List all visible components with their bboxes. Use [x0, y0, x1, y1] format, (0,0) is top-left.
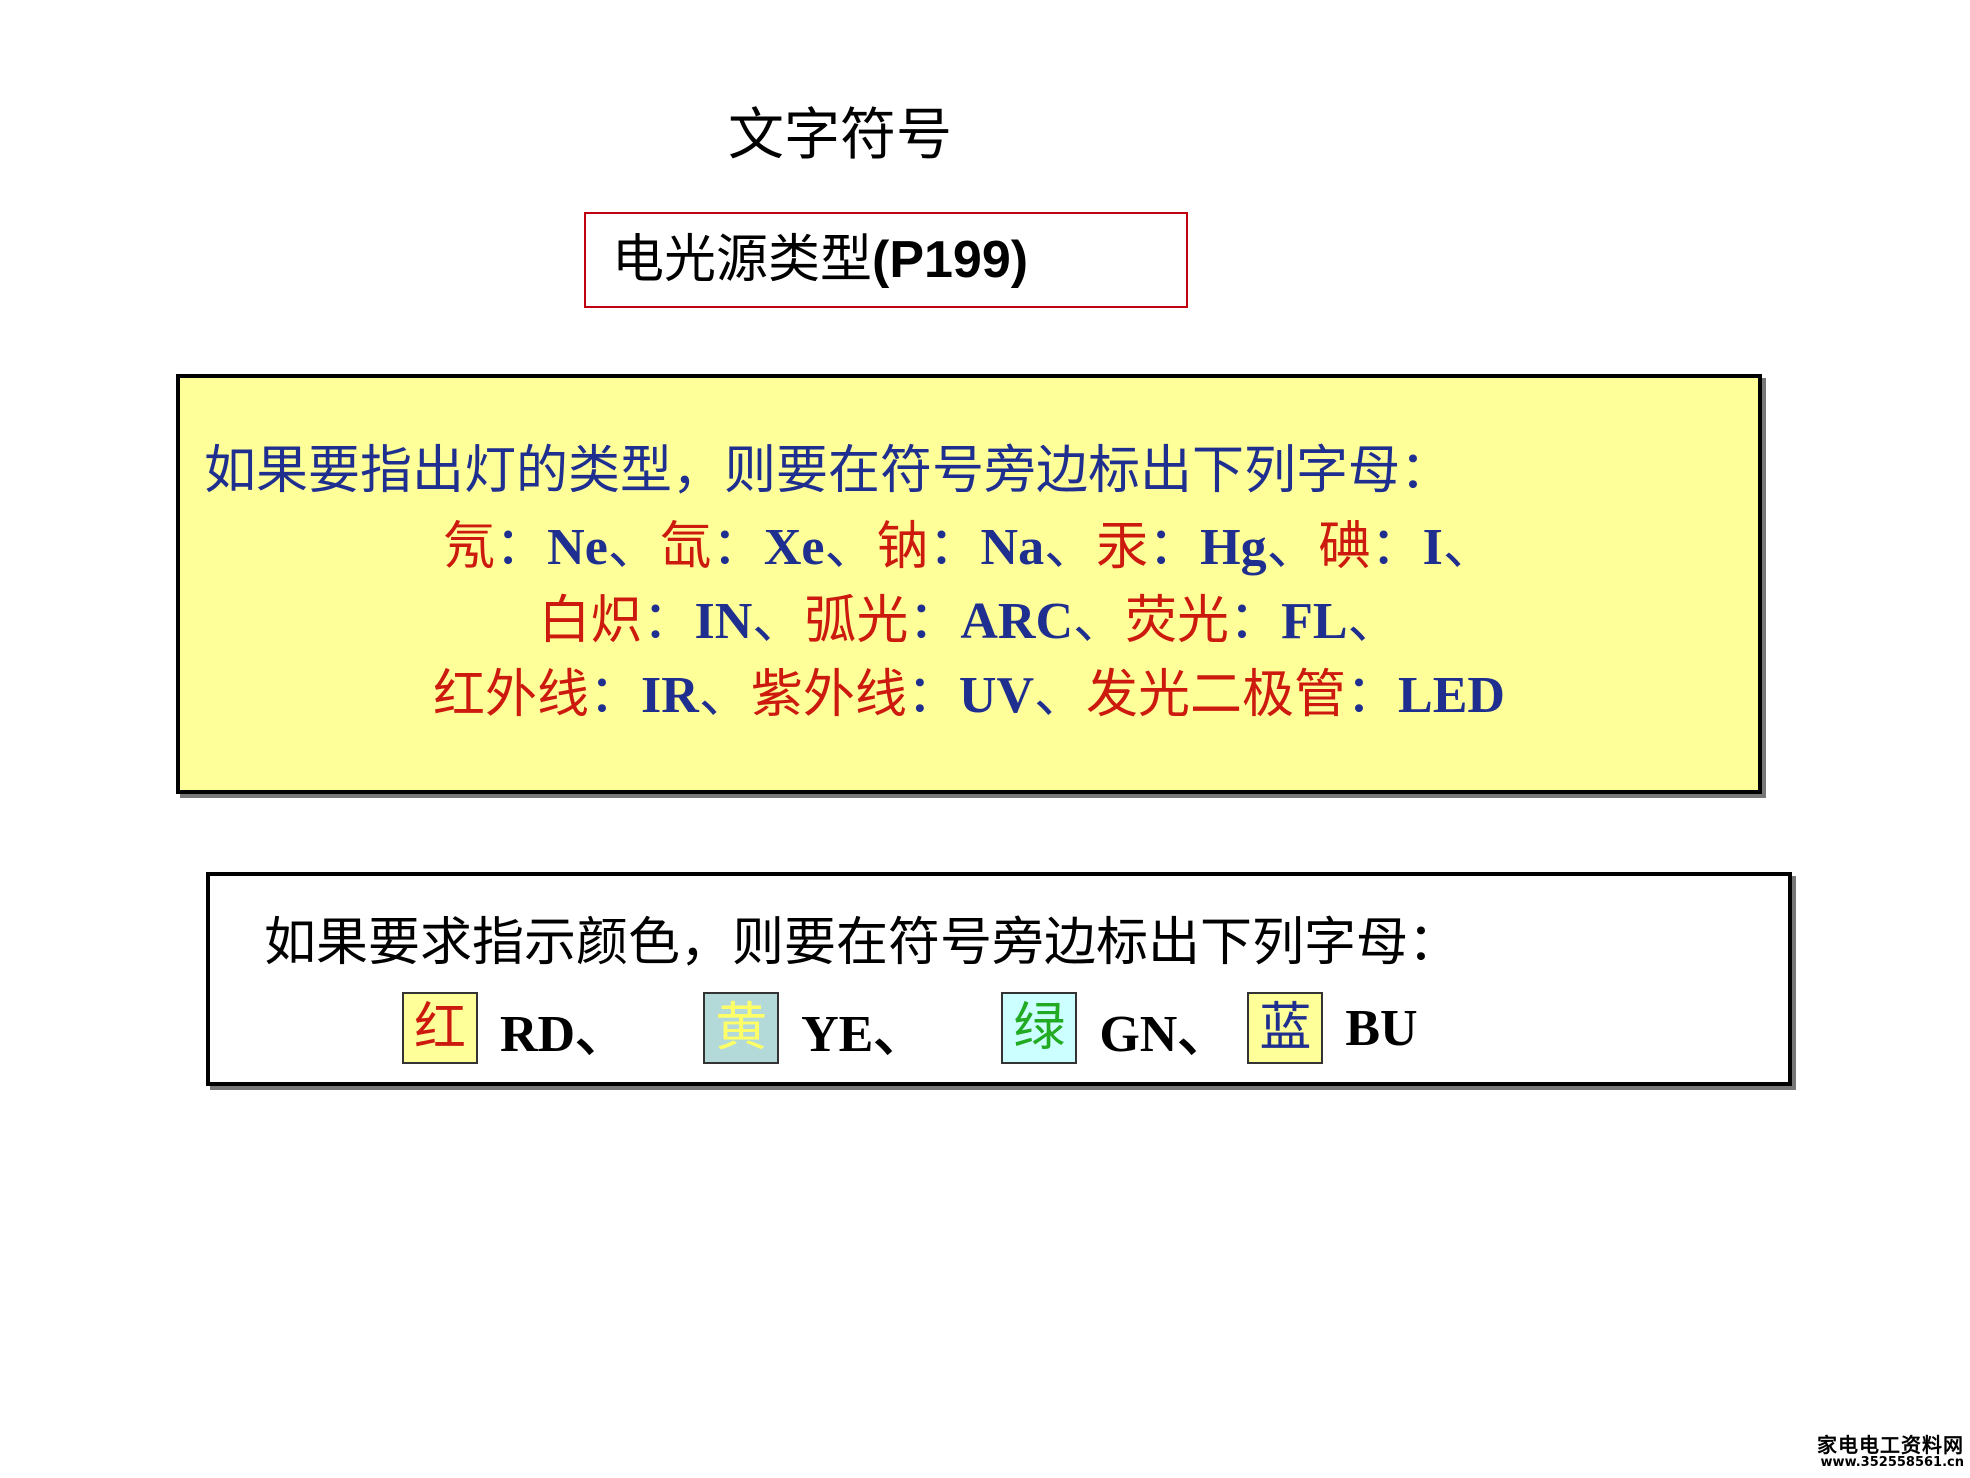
lamp-type-box: 如果要指出灯的类型，则要在符号旁边标出下列字母： 氖：Ne、氙：Xe、钠：Na、…	[176, 374, 1762, 794]
lamp-colon: ：	[711, 517, 764, 577]
watermark-name: 家电电工资料网	[1817, 1433, 1964, 1458]
color-swatch-row: 红 RD、 黄 YE、 绿 GN、蓝 BU	[402, 988, 1418, 1068]
lamp-colon: ：	[495, 517, 548, 577]
lamp-code: I	[1422, 519, 1443, 576]
lamp-colon: ：	[642, 591, 695, 651]
color-swatch-yellow: 黄	[703, 992, 780, 1064]
lamp-colon: ：	[908, 591, 961, 651]
lamp-colon: ：	[1148, 517, 1201, 577]
lamp-code: Ne	[547, 519, 608, 576]
lamp-code: UV	[958, 667, 1034, 724]
page-title: 文字符号	[728, 103, 952, 168]
lamp-name: 氖	[443, 517, 496, 577]
lamp-colon: ：	[906, 665, 959, 725]
lamp-separator: 、	[1034, 665, 1087, 725]
lamp-name: 氙	[659, 517, 712, 577]
lamp-code: FL	[1281, 593, 1348, 650]
lamp-separator: 、	[698, 665, 751, 725]
color-code-box: 如果要求指示颜色，则要在符号旁边标出下列字母： 红 RD、 黄 YE、 绿 GN、蓝 BU	[206, 872, 1792, 1086]
lamp-name: 碘	[1318, 517, 1371, 577]
color-code-green: GN、	[1099, 1005, 1230, 1063]
lamp-separator: 、	[1442, 517, 1495, 577]
color-code-yellow: YE、	[801, 1005, 926, 1063]
lamp-name: 紫外线	[750, 665, 907, 725]
lamp-separator: 、	[607, 517, 660, 577]
subtitle-text: 电光源类型	[612, 230, 873, 290]
lamp-colon: ：	[1346, 665, 1399, 725]
lamp-code: LED	[1398, 667, 1505, 724]
subtitle-box: 电光源类型(P199)	[584, 212, 1188, 308]
color-swatch-blue: 蓝	[1247, 992, 1324, 1064]
lamp-separator: 、	[1266, 517, 1319, 577]
lamp-separator: 、	[1044, 517, 1097, 577]
color-code-red: RD、	[500, 1005, 628, 1063]
lamp-colon: ：	[928, 517, 981, 577]
lamp-name: 白炽	[538, 591, 643, 651]
lamp-name: 荧光	[1125, 591, 1230, 651]
lamp-line-1: 氖：Ne、氙：Xe、钠：Na、汞：Hg、碘：I、	[180, 516, 1758, 579]
color-code-blue: BU	[1345, 999, 1418, 1057]
lamp-name: 钠	[876, 517, 929, 577]
lamp-line-2: 白炽：IN、弧光：ARC、荧光：FL、	[180, 590, 1758, 653]
subtitle-ref: (P199)	[872, 231, 1029, 289]
lamp-code: Hg	[1200, 519, 1267, 576]
lamp-separator: 、	[824, 517, 877, 577]
color-swatch-red: 红	[402, 992, 478, 1064]
lamp-code: IN	[694, 593, 753, 650]
lamp-code: IR	[641, 667, 699, 724]
lamp-code: ARC	[960, 593, 1074, 650]
lamp-line-3: 红外线：IR、紫外线：UV、发光二极管：LED	[180, 664, 1758, 727]
lamp-code: Na	[980, 519, 1045, 576]
lamp-code: Xe	[763, 519, 825, 576]
lamp-colon: ：	[1370, 517, 1423, 577]
color-swatch-green: 绿	[1001, 992, 1078, 1064]
subtitle: 电光源类型(P199)	[612, 230, 1029, 290]
watermark-site: www.352558561.cn	[1820, 1455, 1964, 1471]
lamp-name: 弧光	[804, 591, 909, 651]
lamp-separator: 、	[1347, 591, 1400, 651]
lamp-name: 发光二极管	[1086, 665, 1347, 725]
lamp-separator: 、	[1073, 591, 1126, 651]
lamp-intro: 如果要指出灯的类型，则要在符号旁边标出下列字母：	[204, 441, 1453, 501]
watermark: 家电电工资料网 www.352558561.cn	[1817, 1435, 1964, 1470]
lamp-colon: ：	[1229, 591, 1282, 651]
lamp-colon: ：	[589, 665, 642, 725]
lamp-separator: 、	[752, 591, 805, 651]
lamp-name: 汞	[1096, 517, 1149, 577]
lamp-name: 红外线	[433, 665, 590, 725]
color-intro: 如果要求指示颜色，则要在符号旁边标出下列字母：	[264, 913, 1461, 973]
